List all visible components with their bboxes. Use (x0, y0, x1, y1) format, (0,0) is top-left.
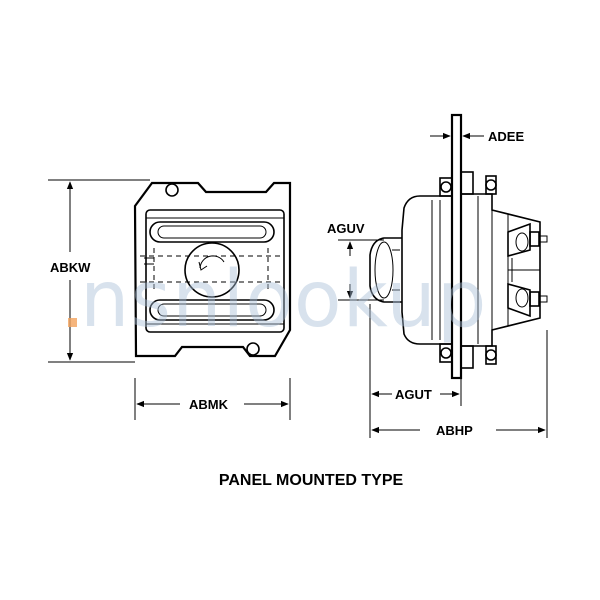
label-agut: AGUT (395, 387, 432, 402)
upper-slot (149, 221, 275, 243)
label-abhp: ABHP (436, 423, 473, 438)
front-bezel (401, 195, 452, 345)
front-view (133, 181, 292, 358)
rear-housing (460, 193, 541, 347)
mounting-hole-top (165, 183, 179, 197)
front-flange-outline (133, 181, 292, 358)
dimension-agut (369, 304, 462, 438)
side-view (369, 113, 548, 380)
dimension-aguv (338, 239, 384, 301)
dimension-abmk (134, 378, 291, 420)
rotary-knob (184, 242, 240, 298)
caption: PANEL MOUNTED TYPE (219, 472, 404, 489)
label-abmk: ABMK (189, 397, 229, 412)
rear-terminals (507, 222, 548, 318)
dimension-abhp (371, 330, 548, 438)
label-adee: ADEE (488, 129, 524, 144)
watermark-text: nsnlookup (80, 255, 487, 345)
label-aguv: AGUV (327, 221, 365, 236)
front-inner-frame (145, 209, 285, 333)
watermark: nsnlookup (68, 255, 487, 345)
label-abkw: ABKW (50, 260, 91, 275)
lower-slot (149, 299, 275, 321)
mounting-hole-bottom (246, 342, 260, 356)
